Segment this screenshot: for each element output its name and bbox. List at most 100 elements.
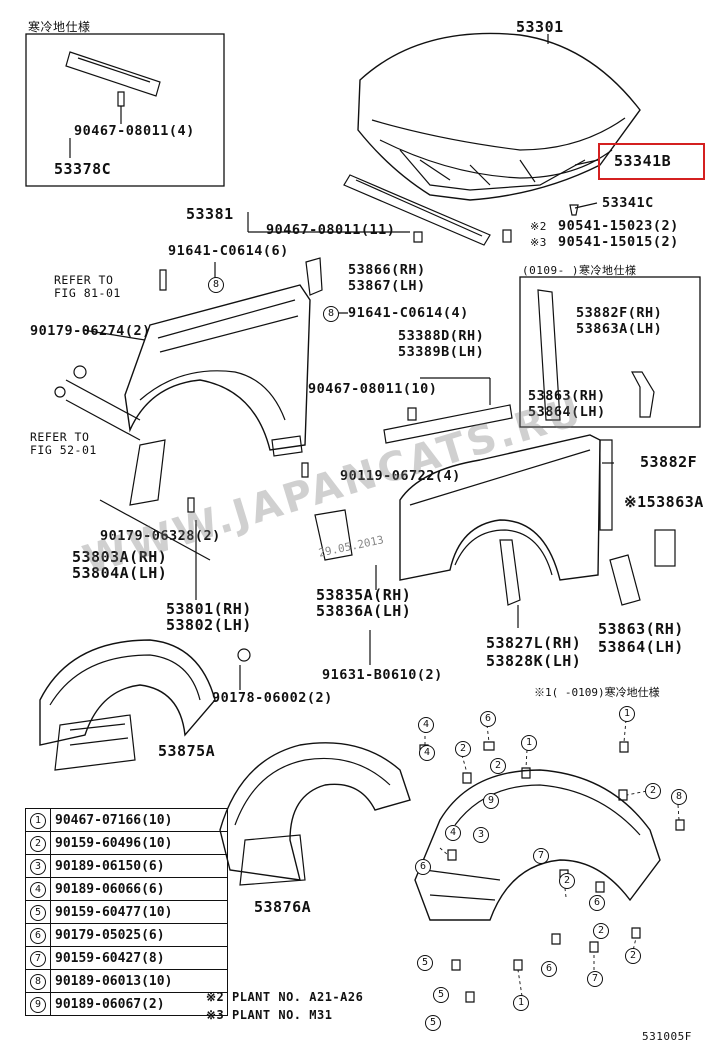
label-53828k-lh: 53828K(LH) bbox=[486, 652, 582, 670]
label-53863a: ※153863A bbox=[624, 493, 704, 511]
label-53341b: 53341B bbox=[614, 152, 672, 170]
legend-number-cell: 3 bbox=[25, 854, 51, 878]
cold-area-box bbox=[25, 33, 225, 187]
callout-circle: 3 bbox=[473, 827, 489, 843]
legend-part-number: 90159-60427(8) bbox=[50, 946, 228, 970]
legend-number-cell: 1 bbox=[25, 808, 51, 832]
callout-circle: 8 bbox=[208, 277, 224, 293]
hood-panel bbox=[357, 32, 641, 201]
label-90541-15023: 90541-15023(2) bbox=[558, 218, 679, 234]
legend-number-cell: 9 bbox=[25, 992, 51, 1016]
callout-circle: 4 bbox=[419, 745, 435, 761]
refer-52-line2: FIG 52-01 bbox=[30, 443, 97, 457]
legend-part-number: 90159-60477(10) bbox=[50, 900, 228, 924]
mark-2: ※2 bbox=[530, 220, 547, 233]
label-53863-rh: 53863(RH) bbox=[598, 620, 684, 638]
legend-number: 3 bbox=[30, 858, 46, 875]
refer-81-line1: REFER TO bbox=[54, 273, 114, 287]
label-53835a-rh: 53835A(RH) bbox=[316, 586, 412, 604]
label-90178-06002: 90178-06002(2) bbox=[212, 690, 333, 706]
legend-number-cell: 2 bbox=[25, 831, 51, 855]
label-53882f: 53882F bbox=[640, 453, 698, 471]
callout-circle: 6 bbox=[541, 961, 557, 977]
label-53801-rh: 53801(RH) bbox=[166, 600, 252, 618]
fender-liner-assembly bbox=[414, 769, 661, 921]
callout-circle: 5 bbox=[417, 955, 433, 971]
label-53882f-rh: 53882F(RH) bbox=[576, 305, 663, 321]
figure-code: 531005F bbox=[642, 1030, 692, 1043]
label-91641-4: 91641-C0614(4) bbox=[348, 305, 469, 321]
plant-note-2: ※2 PLANT NO. A21-A26 bbox=[206, 990, 364, 1004]
label-53866-rh: 53866(RH) bbox=[348, 262, 426, 278]
callout-circle: 6 bbox=[415, 859, 431, 875]
label-90541-15015: 90541-15015(2) bbox=[558, 234, 679, 250]
callout-circle: 4 bbox=[445, 825, 461, 841]
front-fender-right bbox=[399, 434, 601, 581]
callout-circle: 2 bbox=[455, 741, 471, 757]
cold-area-title: 寒冷地仕様 bbox=[28, 20, 91, 34]
label-53301: 53301 bbox=[516, 18, 564, 36]
label-53863a-text: 53863A bbox=[646, 493, 704, 511]
label-90467-08011-4: 90467-08011(4) bbox=[74, 123, 195, 139]
label-53876a: 53876A bbox=[254, 898, 312, 916]
legend-part-number: 90159-60496(10) bbox=[50, 831, 228, 855]
callout-circle: 1 bbox=[513, 995, 529, 1011]
label-53802-lh: 53802(LH) bbox=[166, 616, 252, 634]
legend-number-cell: 5 bbox=[25, 900, 51, 924]
legend-number: 9 bbox=[30, 996, 46, 1013]
label-91631-b0610: 91631-B0610(2) bbox=[322, 667, 443, 683]
label-53341c: 53341C bbox=[602, 195, 654, 211]
label-53836a-lh: 53836A(LH) bbox=[316, 602, 412, 620]
callout-circle: 2 bbox=[625, 948, 641, 964]
label-53867-lh: 53867(LH) bbox=[348, 278, 426, 294]
callout-circle: 8 bbox=[323, 306, 339, 322]
highlight-box bbox=[598, 143, 705, 180]
label-90179-06328: 90179-06328(2) bbox=[100, 528, 221, 544]
callout-circle: 1 bbox=[521, 735, 537, 751]
brace-53803 bbox=[129, 439, 166, 506]
label-91641-6: 91641-C0614(6) bbox=[168, 243, 289, 259]
legend-number-cell: 6 bbox=[25, 923, 51, 947]
callout-circle: 6 bbox=[589, 895, 605, 911]
mark-1: ※1 bbox=[624, 493, 647, 511]
legend-part-number: 90189-06066(6) bbox=[50, 877, 228, 901]
legend-number: 1 bbox=[30, 812, 46, 829]
label-53864-lh: 53864(LH) bbox=[598, 638, 684, 656]
legend-part-number: 90179-05025(6) bbox=[50, 923, 228, 947]
label-53863-rh-box: 53863(RH) bbox=[528, 388, 606, 404]
refer-81-line2: FIG 81-01 bbox=[54, 286, 121, 300]
plant-note-3: ※3 PLANT NO. M31 bbox=[206, 1008, 333, 1022]
legend-part-number: 90189-06150(6) bbox=[50, 854, 228, 878]
label-90467-08011-10: 90467-08011(10) bbox=[308, 381, 438, 397]
callout-circle: 8 bbox=[671, 789, 687, 805]
label-53388d-rh: 53388D(RH) bbox=[398, 328, 485, 344]
label-90467-08011-11: 90467-08011(11) bbox=[266, 222, 396, 238]
label-90119-06722: 90119-06722(4) bbox=[340, 468, 461, 484]
front-fender-left bbox=[124, 284, 311, 451]
cold-area-note: ※1( -0109)寒冷地仕様 bbox=[534, 686, 660, 699]
callout-circle: 2 bbox=[559, 873, 575, 889]
label-53389b-lh: 53389B(LH) bbox=[398, 344, 485, 360]
cold-area-box-right bbox=[519, 276, 701, 428]
callout-circle: 2 bbox=[645, 783, 661, 799]
label-53827l-rh: 53827L(RH) bbox=[486, 634, 582, 652]
seal-strip-small bbox=[65, 51, 161, 97]
legend-part-number: 90467-07166(10) bbox=[50, 808, 228, 832]
label-53863a-lh: 53863A(LH) bbox=[576, 321, 663, 337]
label-53864-lh-box: 53864(LH) bbox=[528, 404, 606, 420]
legend-number: 6 bbox=[30, 927, 46, 944]
legend-number-cell: 7 bbox=[25, 946, 51, 970]
callout-circle: 2 bbox=[593, 923, 609, 939]
legend-number-cell: 4 bbox=[25, 877, 51, 901]
callout-circle: 4 bbox=[418, 717, 434, 733]
